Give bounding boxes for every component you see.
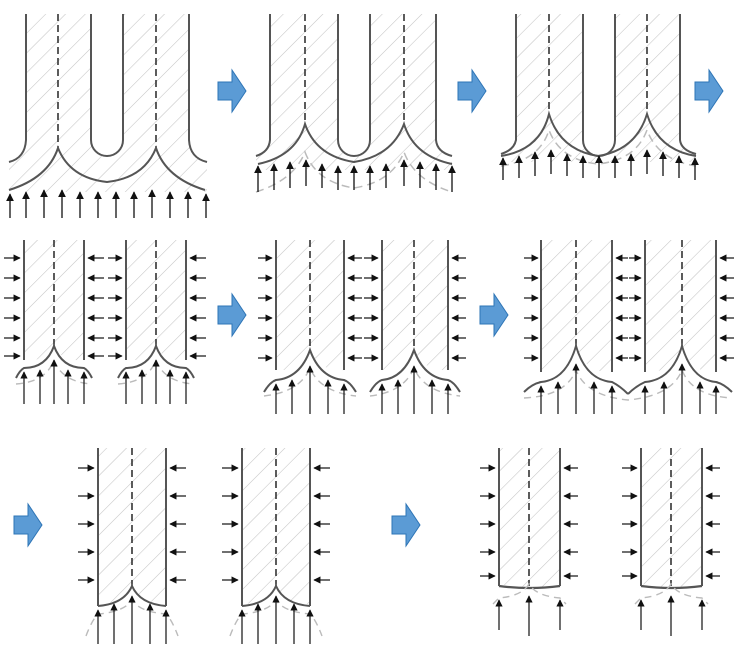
progress-arrow-icon bbox=[391, 502, 421, 548]
front-curve bbox=[640, 584, 703, 590]
ghost-curve bbox=[255, 149, 453, 193]
strand-right bbox=[369, 240, 461, 397]
r1-stage-1 bbox=[6, 14, 210, 218]
upward-flow-arrows bbox=[272, 365, 452, 414]
upward-flow-arrows bbox=[94, 595, 314, 644]
ghost-curve bbox=[369, 366, 461, 397]
progress-arrow-icon bbox=[13, 502, 43, 548]
front-curve bbox=[117, 343, 195, 379]
upward-flow-arrows bbox=[20, 359, 190, 404]
strand-left bbox=[85, 448, 179, 637]
r2-stage-3 bbox=[523, 240, 734, 414]
progress-arrow-icon bbox=[217, 292, 247, 338]
front-curve bbox=[257, 120, 453, 165]
upward-flow-arrows bbox=[254, 159, 456, 192]
r3-stage-1 bbox=[78, 448, 330, 644]
ghost-curve bbox=[492, 582, 567, 605]
progress-arrow-icon bbox=[457, 68, 487, 114]
solid-outline bbox=[8, 14, 208, 163]
strand-left bbox=[263, 240, 357, 397]
ghost-curve bbox=[117, 357, 195, 385]
solid-body bbox=[9, 14, 207, 192]
r2-stage-1 bbox=[4, 240, 206, 404]
ghost-curve bbox=[523, 368, 733, 401]
upward-flow-arrows bbox=[495, 595, 706, 636]
front-curve bbox=[263, 347, 357, 393]
side-flow-arrows bbox=[524, 254, 734, 362]
strand-right bbox=[627, 240, 733, 395]
r1-stage-3 bbox=[499, 14, 699, 180]
strand-left bbox=[523, 240, 629, 395]
ghost-curve bbox=[634, 582, 709, 605]
progress-arrow-icon bbox=[694, 68, 724, 114]
ghost-curve bbox=[500, 127, 697, 167]
strand-left bbox=[15, 240, 93, 385]
side-flow-arrows bbox=[4, 254, 206, 360]
r3-stage-2 bbox=[480, 448, 720, 636]
solid-outline bbox=[255, 14, 453, 157]
front-curve bbox=[523, 342, 629, 395]
upward-flow-arrows bbox=[6, 189, 210, 218]
strand-right bbox=[117, 240, 195, 385]
strand-right bbox=[634, 448, 709, 605]
solid-body bbox=[256, 14, 452, 170]
front-curve bbox=[15, 343, 93, 379]
upward-flow-arrows bbox=[499, 149, 699, 180]
progress-arrow-icon bbox=[479, 292, 509, 338]
side-flow-arrows bbox=[78, 464, 330, 584]
progress-arrows bbox=[13, 68, 724, 548]
front-curve bbox=[498, 584, 561, 590]
front-curve bbox=[8, 145, 206, 191]
solid-body bbox=[501, 14, 696, 162]
upward-flow-arrows bbox=[537, 363, 720, 414]
side-flow-arrows bbox=[258, 254, 466, 362]
r1-stage-2 bbox=[254, 14, 456, 193]
progress-arrow-icon bbox=[217, 68, 247, 114]
r2-stage-2 bbox=[258, 240, 466, 414]
front-curve bbox=[369, 347, 461, 393]
ghost-curve bbox=[15, 357, 93, 385]
side-flow-arrows bbox=[480, 464, 720, 580]
front-curve bbox=[627, 342, 733, 395]
strand-left bbox=[492, 448, 567, 605]
